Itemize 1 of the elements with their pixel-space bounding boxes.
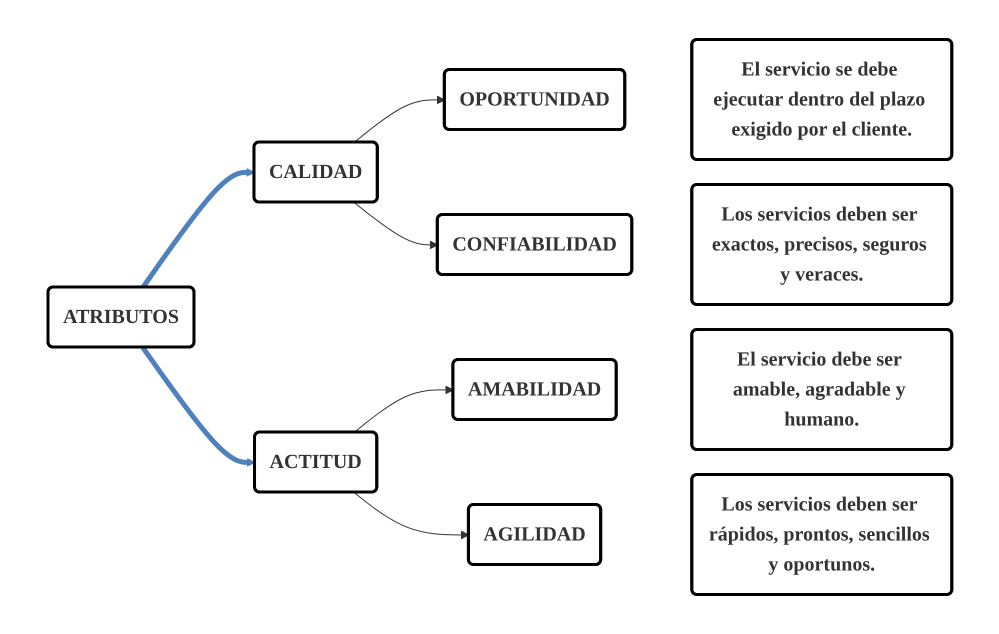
arrow [353,492,469,540]
